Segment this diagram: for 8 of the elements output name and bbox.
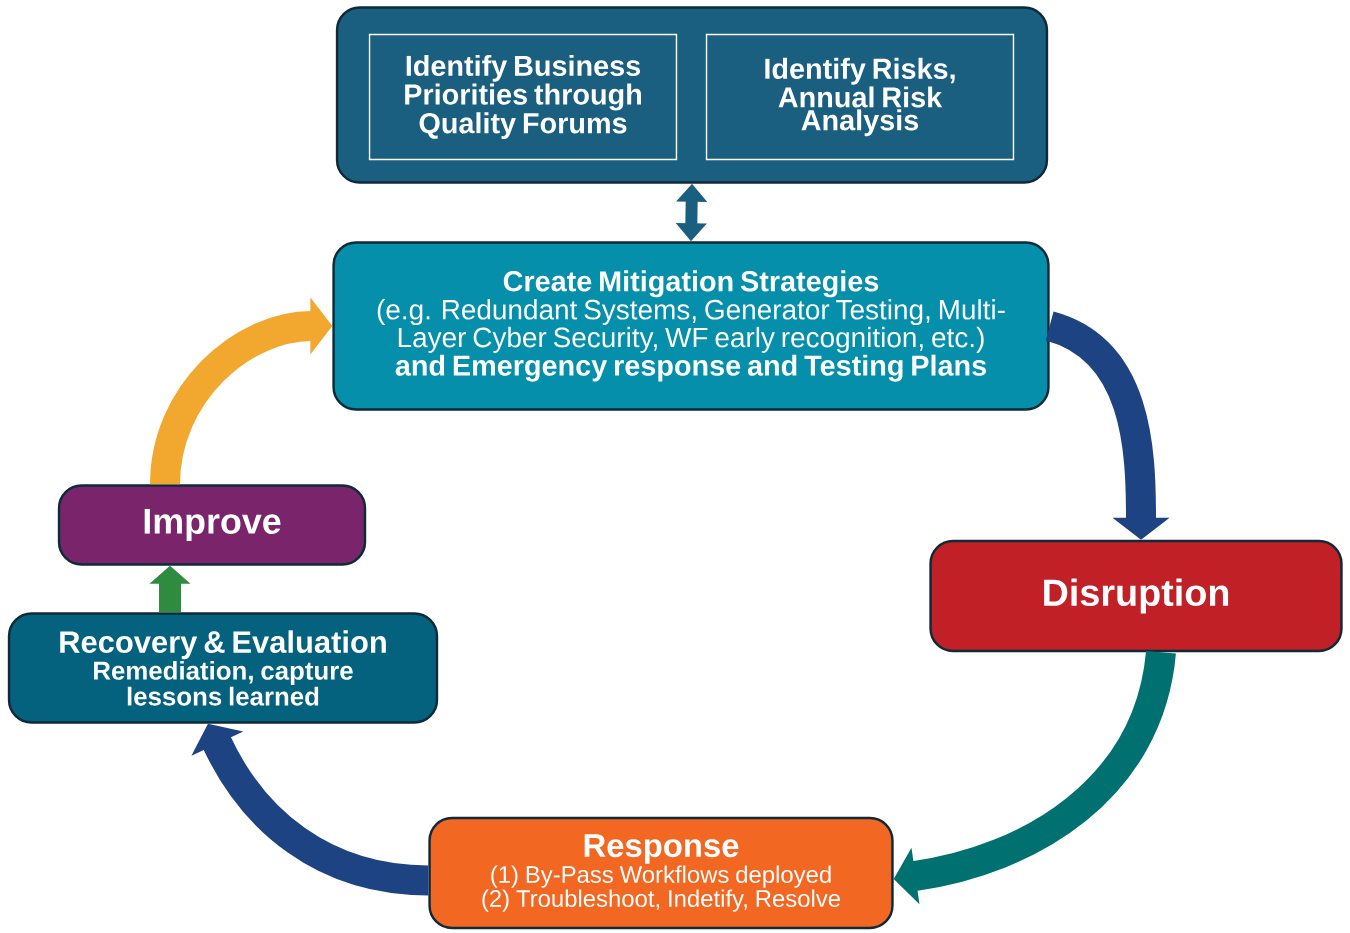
process-box: Identify Business Priorities through Quality Forums [368,33,678,161]
process-box: Disruption [929,539,1343,653]
process-box: Recovery & Evaluation Remediation, capture lessons learned [7,612,439,724]
process-box: Create Mitigation Strategies (e.g. Redundant Systems, Generator Testing, Multi-Layer Cyber Security, WF early recognition, etc.) and Emergency response and Testing Plans [332,241,1050,411]
group-box [335,6,1049,184]
process-box: Identify Risks, Annual Risk Analysis [705,33,1015,161]
process-box: Improve [57,484,367,566]
process-box: Response (1) By-Pass Workflows deployed (2) Troubleshoot, Indetify, Resolve [428,816,894,930]
